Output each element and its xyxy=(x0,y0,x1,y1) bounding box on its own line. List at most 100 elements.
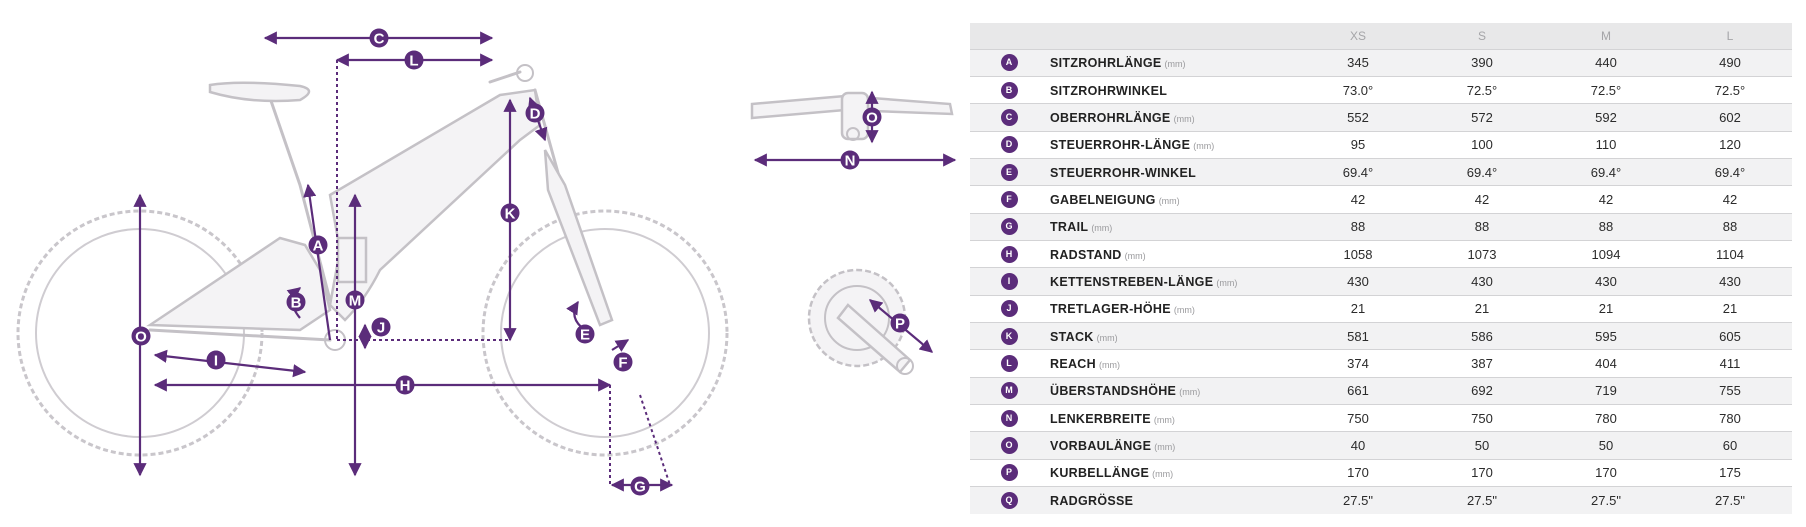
size-value-cell-xs: 170 xyxy=(1347,465,1369,481)
rear-shock xyxy=(336,236,368,284)
row-key-cell: M xyxy=(970,377,1048,404)
size-value-cell-l: 430 xyxy=(1719,273,1741,289)
size-value-cell-l: 755 xyxy=(1719,383,1741,399)
row-key-cell: L xyxy=(970,350,1048,377)
svg-text:A: A xyxy=(313,238,324,255)
size-value-cell-m: 440 xyxy=(1595,55,1617,71)
size-value-cell-s: 21 xyxy=(1474,301,1490,317)
row-label-cell: VORBAULÄNGE(mm) xyxy=(1048,432,1296,459)
size-value-cell-l: 602 xyxy=(1719,109,1741,125)
size-value-cell-m: 88 xyxy=(1598,219,1614,235)
size-value-cell-s: 387 xyxy=(1471,355,1493,371)
size-value-cell-s: 50 xyxy=(1474,437,1490,453)
measurement-unit: (mm) xyxy=(1158,195,1180,206)
size-value-cell-s: 42 xyxy=(1474,191,1490,207)
size-value-cell-m: 27.5" xyxy=(1591,492,1621,508)
size-value-cell-xs: 581 xyxy=(1347,328,1369,344)
table-row: O VORBAULÄNGE(mm) 40 50 50 60 xyxy=(970,431,1792,460)
svg-text:K: K xyxy=(505,206,516,223)
size-value-cell-m: 719 xyxy=(1595,383,1617,399)
measurement-unit: (mm) xyxy=(1096,332,1118,343)
row-label-cell: SITZROHRWINKEL xyxy=(1048,76,1296,103)
size-value-cell-s: 692 xyxy=(1471,383,1493,399)
size-value-cell-m: 50 xyxy=(1598,437,1614,453)
measurement-label: STACK xyxy=(1050,329,1094,344)
dimension-key-badge: Q xyxy=(1000,491,1018,509)
measurement-label: TRAIL xyxy=(1050,220,1089,235)
measurement-unit: (mm) xyxy=(1179,387,1201,398)
badge-o-rear: O xyxy=(131,326,151,346)
row-label-cell: SITZROHRLÄNGE(mm) xyxy=(1048,49,1296,76)
row-key-cell: N xyxy=(970,404,1048,431)
size-value-cell-xs: 661 xyxy=(1347,383,1369,399)
row-label-cell: STEUERROHR-WINKEL xyxy=(1048,158,1296,185)
size-value-cell-xs: 374 xyxy=(1347,355,1369,371)
size-value-cell-l: 42 xyxy=(1722,191,1738,207)
header-key-cell xyxy=(970,23,1048,49)
dimension-key-badge: I xyxy=(1000,272,1018,290)
dimension-key-badge: F xyxy=(1000,190,1018,208)
measurement-label: OBERROHRLÄNGE xyxy=(1050,110,1171,125)
size-value-cell-s: 170 xyxy=(1471,465,1493,481)
row-key-cell: P xyxy=(970,459,1048,486)
svg-text:B: B xyxy=(291,295,302,312)
size-value-cell-l: 27.5" xyxy=(1715,492,1745,508)
badge-b: B xyxy=(286,292,306,312)
size-value-cell-m: 780 xyxy=(1595,410,1617,426)
badge-m: M xyxy=(345,290,365,310)
svg-text:O: O xyxy=(135,329,147,346)
geometry-diagram: C L D K A M B J O I H E F G O N P xyxy=(16,28,957,496)
svg-text:F: F xyxy=(618,355,627,372)
bike-frame xyxy=(146,64,614,351)
size-value-cell-xs: 69.4° xyxy=(1342,164,1374,180)
row-key-cell: K xyxy=(970,322,1048,349)
svg-text:G: G xyxy=(634,479,646,496)
row-key-cell: D xyxy=(970,131,1048,158)
measurement-unit: (mm) xyxy=(1154,441,1176,452)
svg-text:E: E xyxy=(580,327,590,344)
size-value-cell-xs: 21 xyxy=(1350,301,1366,317)
size-value-cell-m: 404 xyxy=(1595,355,1617,371)
measurement-unit: (mm) xyxy=(1164,59,1186,70)
row-label-cell: LENKERBREITE(mm) xyxy=(1048,404,1296,431)
size-value-cell-xs: 40 xyxy=(1350,437,1366,453)
size-value-cell-xs: 552 xyxy=(1347,109,1369,125)
size-value-cell-m: 170 xyxy=(1595,465,1617,481)
row-key-cell: I xyxy=(970,268,1048,295)
row-key-cell: C xyxy=(970,104,1048,131)
size-value-cell-s: 586 xyxy=(1471,328,1493,344)
dimension-key-badge: O xyxy=(1000,437,1018,455)
size-value-cell-xs: 750 xyxy=(1347,410,1369,426)
size-value-cell-l: 60 xyxy=(1722,437,1738,453)
size-value-cell-xs: 88 xyxy=(1350,219,1366,235)
badge-e: E xyxy=(575,324,595,344)
size-value-cell-m: 42 xyxy=(1598,191,1614,207)
row-key-cell: J xyxy=(970,295,1048,322)
measurement-label: KETTENSTREBEN-LÄNGE xyxy=(1050,274,1214,289)
svg-text:D: D xyxy=(530,106,541,123)
size-value-cell-s: 430 xyxy=(1471,273,1493,289)
size-value-cell-s: 572 xyxy=(1471,109,1493,125)
svg-text:C: C xyxy=(374,31,385,48)
badge-p: P xyxy=(890,313,910,333)
badge-h: H xyxy=(395,375,415,395)
measurement-label: REACH xyxy=(1050,356,1096,371)
badge-i: I xyxy=(206,350,226,370)
size-header-s: S xyxy=(1477,28,1486,43)
measurement-label: TRETLAGER-HÖHE xyxy=(1050,302,1171,317)
size-value-cell-s: 69.4° xyxy=(1466,164,1498,180)
fork xyxy=(543,149,614,327)
row-key-cell: Q xyxy=(970,487,1048,514)
badge-l: L xyxy=(404,50,424,70)
